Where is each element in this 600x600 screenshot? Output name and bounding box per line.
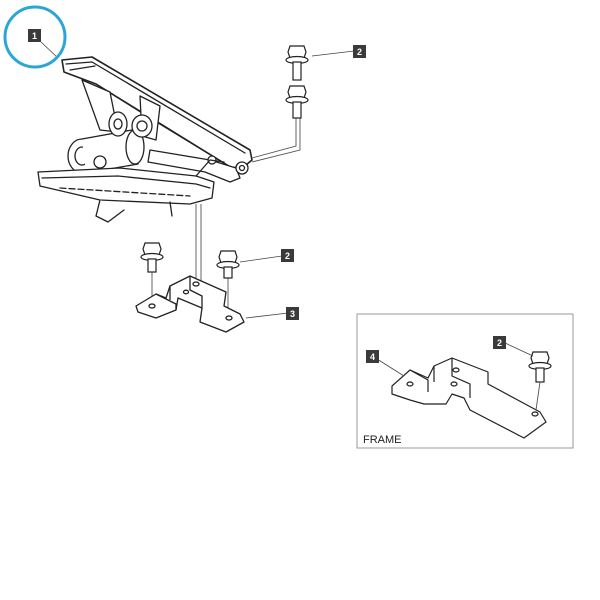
callout-2-inset-label: 2 xyxy=(497,338,502,348)
callout-2-bracket-label: 2 xyxy=(285,251,290,261)
callout-2-top-label: 2 xyxy=(357,47,362,57)
callout-2-top: 2 xyxy=(353,45,366,58)
pedal-assembly xyxy=(37,56,253,223)
callout-1: 1 xyxy=(28,29,41,42)
mounting-bracket xyxy=(135,275,245,333)
callout-2-inset: 2 xyxy=(493,336,506,349)
callout-4-label: 4 xyxy=(370,352,375,362)
callout-4-inset: 4 xyxy=(366,350,379,363)
callout-1-label: 1 xyxy=(32,31,37,41)
leader-lines xyxy=(40,41,534,377)
frame-label: FRAME xyxy=(363,434,402,446)
callout-3: 3 xyxy=(286,307,299,320)
callout-3-label: 3 xyxy=(290,309,295,319)
flange-bolt-top xyxy=(285,45,309,81)
inset-bracket xyxy=(391,357,547,439)
callout-2-bracket: 2 xyxy=(281,249,294,262)
assembly-lines xyxy=(151,118,301,314)
flange-bolt-bracket-left xyxy=(140,242,164,273)
highlight-circle xyxy=(3,5,67,69)
frame-inset: FRAME xyxy=(356,313,574,449)
flange-bolt-middle xyxy=(285,85,309,119)
flange-bolt-bracket-right xyxy=(216,250,240,279)
